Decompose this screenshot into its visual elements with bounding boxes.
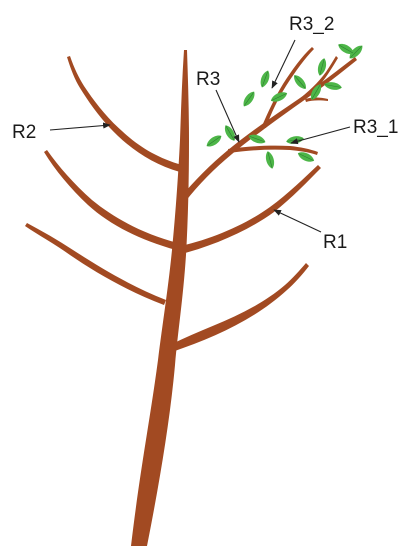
leaf <box>291 73 308 92</box>
pointer-r3-1 <box>291 127 350 143</box>
leaf <box>258 69 271 88</box>
branch-middle-left <box>44 150 178 250</box>
label-r3-1: R3_1 <box>353 117 398 138</box>
pointer-r3-2 <box>272 40 295 88</box>
branches <box>25 47 357 546</box>
label-r2: R2 <box>12 122 36 143</box>
leaf <box>204 133 223 149</box>
label-r3: R3 <box>196 69 220 90</box>
branch-r3-2 <box>262 47 314 128</box>
labels: R3_2 R3 R3_1 R2 R1 <box>12 14 398 253</box>
leaf <box>241 89 257 108</box>
leaf <box>264 150 276 169</box>
branch-r2 <box>67 56 182 172</box>
label-r1: R1 <box>323 232 347 253</box>
pointer-r1 <box>274 210 321 232</box>
pointer-r2 <box>50 125 110 130</box>
branch-low-right <box>170 263 309 352</box>
branch-twig-upper <box>305 98 328 103</box>
label-r3-2: R3_2 <box>289 14 334 35</box>
